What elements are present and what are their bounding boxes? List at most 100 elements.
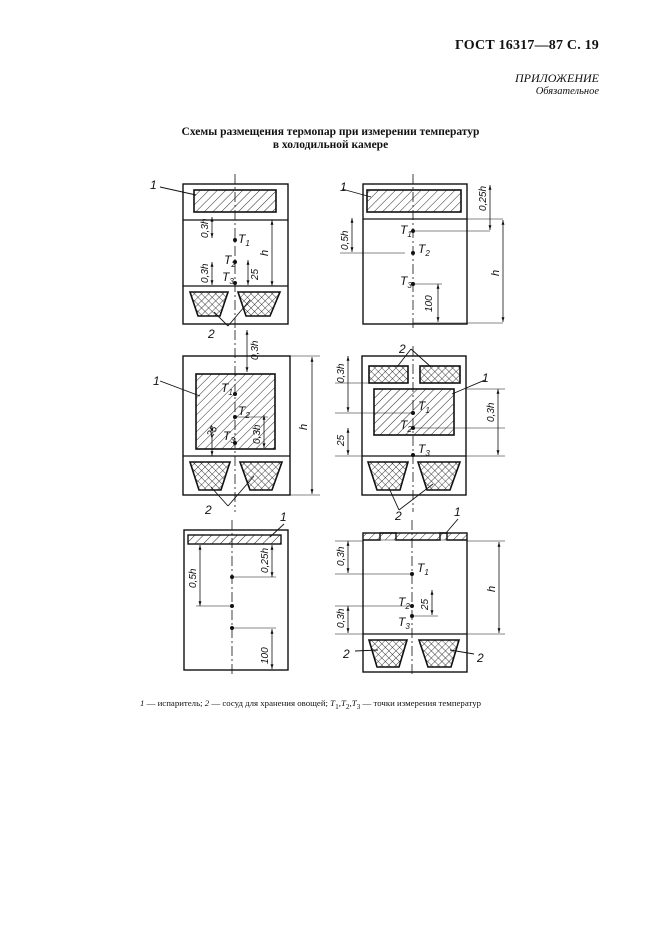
vegetable-container: [368, 365, 409, 384]
vegetable-container: [188, 461, 232, 491]
diagram-4: [335, 346, 505, 512]
point-t2: [233, 415, 237, 419]
evaporator: [195, 373, 276, 450]
dim-0-3h: 0,3h: [250, 340, 261, 360]
caption-sub-1: 1: [335, 701, 339, 711]
dim-h: h: [298, 424, 310, 430]
chamber-outline: [182, 183, 289, 325]
label-evaporator: 1: [150, 178, 157, 192]
dim-h: h: [259, 250, 271, 256]
label-t1: T1: [417, 561, 429, 577]
dim-0-3h: 0,3h: [336, 363, 347, 383]
caption-num-1: 1: [140, 698, 145, 708]
dim-0-3h: 0,3h: [336, 546, 347, 566]
dim-0-3h: 0,3h: [336, 608, 347, 628]
label-container: 2: [476, 651, 484, 665]
appendix-status: Обязательное: [535, 86, 599, 97]
label-t3: T3: [418, 442, 430, 458]
label-container: 2: [204, 503, 212, 517]
dim-0-3h: 0,3h: [252, 424, 263, 444]
label-t2: T2: [238, 404, 250, 420]
label-container: 2: [342, 647, 350, 661]
label-t2: T2: [224, 253, 236, 269]
dim-0-25h: 0,25h: [260, 548, 271, 573]
caption-symbol-t: T: [330, 698, 336, 708]
evaporator: [366, 189, 462, 213]
caption-symbol-t: T: [340, 698, 346, 708]
label-t1: T1: [418, 399, 430, 415]
vegetable-container: [367, 639, 409, 668]
point-t2: [233, 260, 237, 264]
point-t2: [411, 251, 415, 255]
chamber-outline: [183, 529, 289, 671]
dim-0-5h: 0,5h: [340, 230, 351, 250]
caption-sub-3: 3: [356, 701, 361, 711]
figure-title-line-1: Схемы размещения термопар при измерении …: [181, 126, 480, 138]
point-t3: [411, 282, 415, 286]
caption-sub-2: 2: [345, 701, 350, 711]
dim-0-5h: 0,5h: [188, 568, 199, 588]
appendix-title: ПРИЛОЖЕНИЕ: [515, 71, 599, 85]
diagram-3: [159, 330, 320, 512]
caption-text-1: — испаритель;: [144, 698, 205, 708]
figure-title-line-2: в холодильной камере: [272, 139, 389, 151]
dim-h: h: [486, 586, 498, 592]
evaporator: [362, 532, 468, 541]
evaporator: [187, 534, 282, 545]
dim-100: 100: [260, 647, 271, 664]
vegetable-container: [188, 291, 230, 317]
label-container: 2: [394, 509, 402, 523]
figure-caption: 1 — испаритель; 2 — сосуд для хранения о…: [140, 698, 481, 711]
label-t1: T1: [238, 232, 250, 248]
appendix-label: ПРИЛОЖЕНИЕ Обязательное: [515, 72, 599, 98]
point-t3: [410, 614, 414, 618]
dim-0-25h: 0,25h: [478, 186, 489, 211]
label-t2: T2: [418, 242, 430, 258]
point-t1: [233, 392, 237, 396]
point-t3: [233, 281, 237, 285]
vegetable-container: [366, 461, 410, 491]
dim-25: 25: [336, 434, 347, 447]
dim-0-3h: 0,3h: [200, 218, 211, 238]
dim-25: 25: [205, 424, 221, 440]
label-t3: T3: [398, 615, 410, 631]
label-evaporator: 1: [153, 374, 160, 388]
label-evaporator: 1: [280, 510, 287, 524]
label-container: 2: [398, 342, 406, 356]
diagram-5: [183, 520, 289, 676]
caption-text-2: — сосуд для хранения овощей;: [209, 698, 331, 708]
vegetable-container: [416, 461, 462, 491]
point-t3: [233, 441, 237, 445]
chamber-outline: [361, 355, 467, 496]
point-t1: [230, 575, 234, 579]
point-t2: [230, 604, 234, 608]
label-t1: T1: [221, 381, 233, 397]
point-t2: [411, 426, 415, 430]
point-t1: [410, 572, 414, 576]
measurement-points: [230, 229, 415, 630]
point-t1: [233, 238, 237, 242]
point-t3: [230, 626, 234, 630]
caption-comma: ,: [349, 698, 352, 708]
point-t2: [410, 604, 414, 608]
diagram-2: [340, 174, 505, 330]
dim-25: 25: [420, 598, 431, 611]
label-t3: T3: [400, 274, 412, 290]
diagram-1: [159, 174, 289, 330]
label-t1: T1: [400, 223, 412, 239]
point-t1: [411, 411, 415, 415]
label-evaporator: 1: [482, 371, 489, 385]
label-evaporator: 1: [454, 505, 461, 519]
label-t3: T3: [223, 429, 235, 445]
vegetable-container: [417, 639, 461, 668]
chamber-outline: [182, 355, 291, 496]
dim-25: 25: [250, 268, 261, 281]
caption-comma: ,: [338, 698, 341, 708]
label-t2: T2: [398, 595, 410, 611]
caption-text-3: — точки измерения температур: [360, 698, 482, 708]
vegetable-container: [238, 461, 284, 491]
label-container: 2: [207, 327, 215, 341]
vegetable-container: [419, 365, 461, 384]
label-t2: T2: [400, 418, 412, 434]
